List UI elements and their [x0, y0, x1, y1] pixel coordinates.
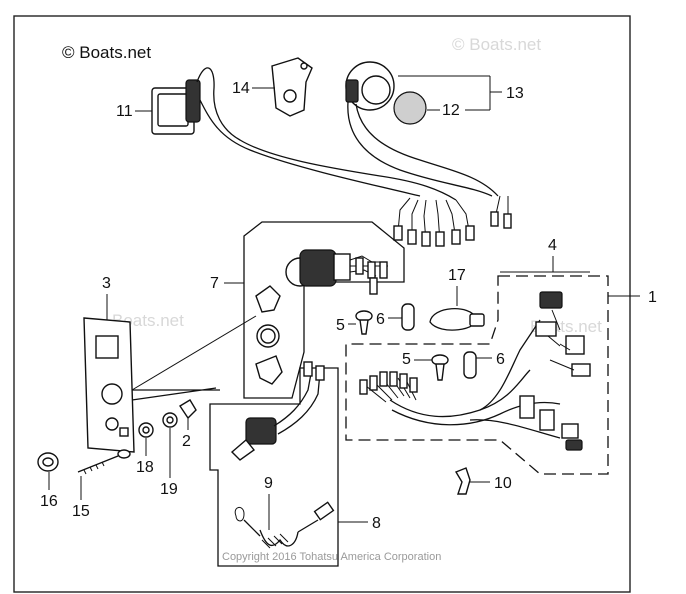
callout-13: 13: [506, 85, 524, 102]
part-1-harness[interactable]: [359, 291, 591, 451]
part-7-key-switch[interactable]: [255, 249, 388, 385]
callout-5b: 5: [402, 351, 411, 368]
part-19-nut[interactable]: [162, 412, 178, 428]
callout-6b: 6: [496, 351, 505, 368]
callout-9: 9: [264, 475, 273, 492]
callout-7: 7: [210, 275, 219, 292]
callout-18: 18: [136, 459, 154, 476]
callout-17: 17: [448, 267, 466, 284]
part-17-clamp[interactable]: [429, 307, 485, 331]
group-1-outline[interactable]: [345, 275, 609, 475]
callout-3: 3: [102, 275, 111, 292]
part-13-gauge[interactable]: [345, 61, 499, 197]
callout-11: 11: [116, 103, 133, 120]
callout-10: 10: [494, 475, 512, 492]
part-11-switch[interactable]: [151, 67, 457, 201]
part-6-sleeve-upper[interactable]: [401, 303, 415, 331]
part-3-panel[interactable]: [83, 317, 135, 453]
diagram-frame: [13, 15, 631, 593]
part-6-sleeve-lower[interactable]: [463, 351, 477, 379]
callout-15: 15: [72, 503, 90, 520]
callout-5a: 5: [336, 317, 345, 334]
part-12-cap[interactable]: [393, 91, 427, 125]
part-2-grommet[interactable]: [179, 399, 197, 420]
part-10-clip[interactable]: [454, 467, 471, 495]
callout-4: 4: [548, 237, 557, 254]
part-5-screw-upper[interactable]: [355, 310, 373, 335]
callout-14: 14: [232, 80, 250, 97]
part-18-washer[interactable]: [138, 422, 154, 438]
callout-2: 2: [182, 433, 191, 450]
watermark-ghost-top: © Boats.net: [452, 35, 541, 54]
group-7-outline: [243, 221, 405, 399]
part-16-nut[interactable]: [37, 452, 59, 472]
watermark-brand: © Boats.net: [62, 43, 151, 62]
part-15-bolt[interactable]: [77, 449, 131, 475]
part-14-bracket[interactable]: [271, 57, 313, 117]
callout-8: 8: [372, 515, 381, 532]
part-5-screw-lower[interactable]: [431, 354, 449, 381]
callout-19: 19: [160, 481, 178, 498]
copyright-notice: Copyright 2016 Tohatsu America Corporati…: [222, 551, 441, 563]
callout-12: 12: [442, 102, 460, 119]
callout-6a: 6: [376, 311, 385, 328]
part-9-lanyard[interactable]: [234, 501, 335, 549]
callout-16: 16: [40, 493, 58, 510]
harness-connectors-top: [393, 195, 512, 247]
callout-1: 1: [648, 289, 657, 306]
part-8-kill-switch[interactable]: [230, 361, 325, 461]
group-8-outline: [209, 367, 339, 567]
